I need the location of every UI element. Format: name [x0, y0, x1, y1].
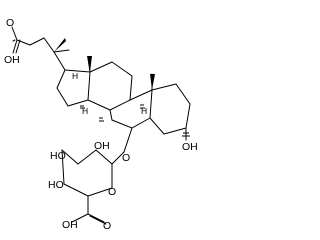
steroid-stereo-bonds	[80, 56, 190, 137]
steroid-ring-c	[87, 61, 133, 111]
steroid-ring-b	[109, 73, 153, 129]
chemical-structure-diagram: O OH H H H OH OH HO HO O O OH O	[4, 17, 198, 231]
side-chain	[11, 26, 70, 71]
glucuronide-ring	[61, 127, 133, 225]
atom-label-carboxyl-oh: OH	[62, 219, 78, 231]
atom-label-sugar-oh: OH	[94, 140, 110, 152]
atom-label-oh3: OH	[182, 141, 198, 153]
atom-label-h14: H	[82, 106, 88, 116]
atom-labels: O OH H H H OH OH HO HO O O OH O	[4, 17, 198, 231]
steroid-ring-a	[149, 83, 191, 141]
atom-label-acid-o: O	[6, 17, 14, 29]
atom-label-carbonyl-o: O	[103, 220, 111, 231]
atom-label-sugar-ho-4: HO	[48, 179, 64, 191]
atom-label-h17: H	[72, 71, 78, 81]
atom-label-h9: H	[141, 106, 147, 116]
atom-label-acid-oh: OH	[4, 54, 20, 66]
atom-label-glycosidic-o: O	[122, 152, 130, 164]
atom-label-ring-o: O	[108, 186, 116, 198]
atom-label-sugar-ho-3: HO	[50, 150, 66, 162]
